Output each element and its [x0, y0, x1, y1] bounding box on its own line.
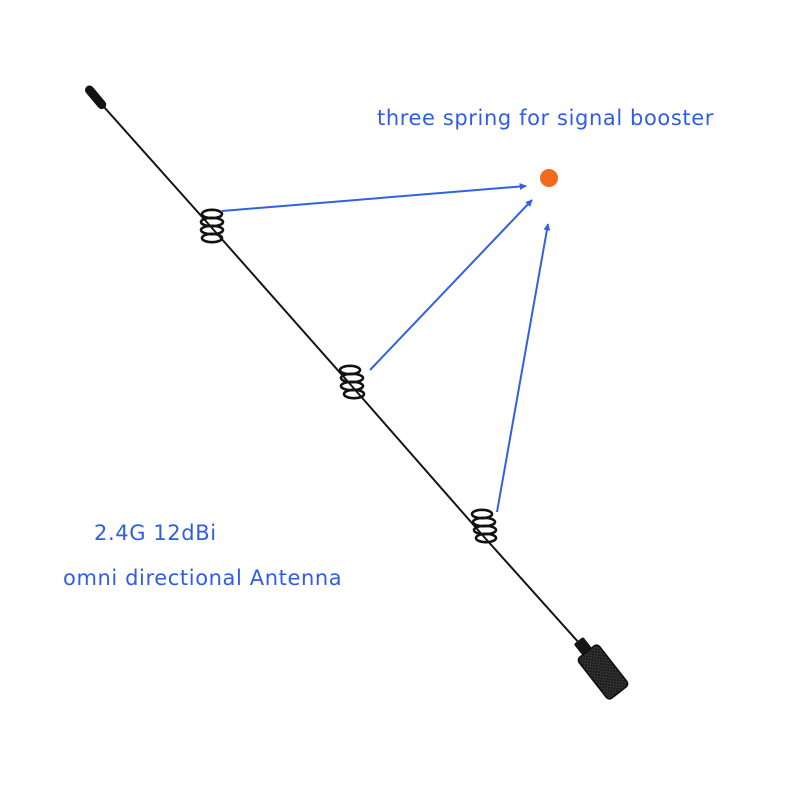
arrow-spring-3	[496, 223, 551, 513]
spring-coil-1	[199, 208, 225, 244]
arrow-spring-1	[221, 183, 527, 212]
product-label: omni directional Antenna	[63, 566, 343, 590]
antenna-whip	[95, 97, 581, 645]
arrow-spring-2	[369, 199, 533, 371]
spring-coil-3	[470, 508, 498, 544]
spring-coil-2	[338, 364, 366, 400]
antenna-connector	[574, 637, 629, 700]
callout-label: three spring for signal booster	[377, 106, 714, 130]
spec-label: 2.4G 12dBi	[94, 521, 217, 545]
signal-dot	[540, 169, 558, 187]
